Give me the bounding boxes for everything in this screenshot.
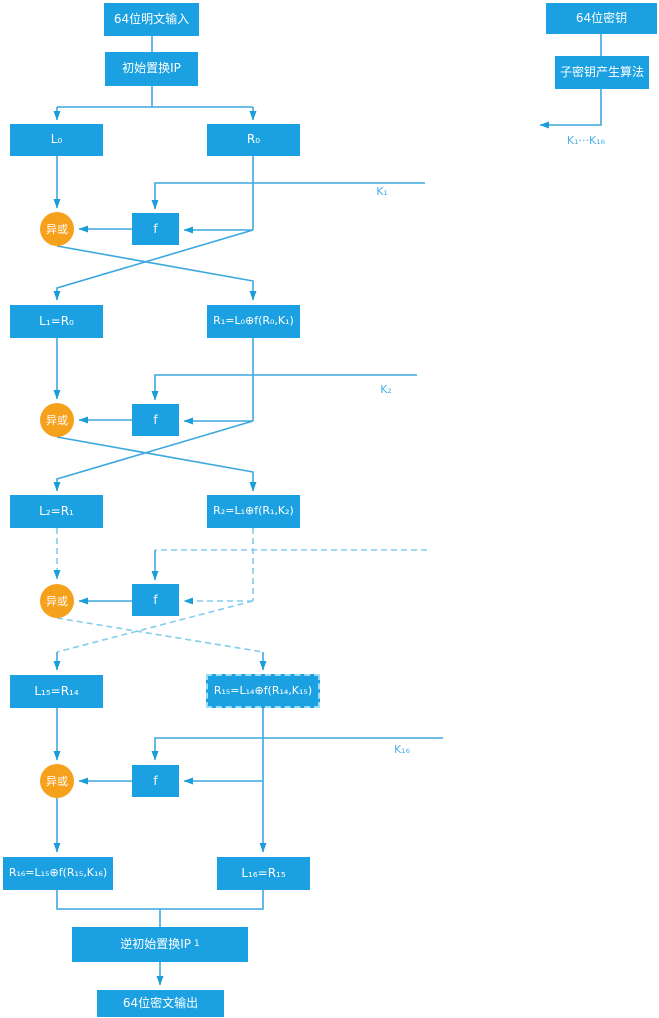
r0-node: R₀ <box>207 124 300 156</box>
plaintext-input-node: 64位明文输入 <box>104 3 199 36</box>
l2-node: L₂=R₁ <box>10 495 103 528</box>
subkey-algorithm-node: 子密钥产生算法 <box>555 56 649 89</box>
r15-node: R₁₅=L₁₄⊕f(R₁₄,K₁₅) <box>206 674 320 708</box>
inverse-permutation-sup: 1 <box>194 938 200 949</box>
inverse-permutation-label: 逆初始置换IP <box>120 936 192 951</box>
r2-node: R₂=L₁⊕f(R₁,K₂) <box>207 495 300 528</box>
initial-permutation-node: 初始置换IP <box>105 52 198 86</box>
l1-node: L₁=R₀ <box>10 305 103 338</box>
k2-label: K₂ <box>380 383 392 396</box>
f-box-3: f <box>132 584 179 616</box>
ciphertext-output-node: 64位密文输出 <box>97 990 224 1017</box>
xor-circle-1: 异或 <box>40 212 74 246</box>
r16-node: R₁₆=L₁₅⊕f(R₁₅,K₁₆) <box>3 857 113 890</box>
xor-circle-2: 异或 <box>40 403 74 437</box>
l15-node: L₁₅=R₁₄ <box>10 675 103 708</box>
subkeys-range-label: K₁···K₁₆ <box>566 134 606 147</box>
l16-node: L₁₆=R₁₅ <box>217 857 310 890</box>
l0-node: L₀ <box>10 124 103 156</box>
xor-circle-3: 异或 <box>40 584 74 618</box>
k1-label: K₁ <box>376 185 388 198</box>
r1-node: R₁=L₀⊕f(R₀,K₁) <box>207 305 300 338</box>
f-box-2: f <box>132 404 179 436</box>
k16-label: K₁₆ <box>393 743 411 756</box>
f-box-4: f <box>132 765 179 797</box>
xor-circle-4: 异或 <box>40 764 74 798</box>
key-input-node: 64位密钥 <box>546 3 657 34</box>
f-box-1: f <box>132 213 179 245</box>
